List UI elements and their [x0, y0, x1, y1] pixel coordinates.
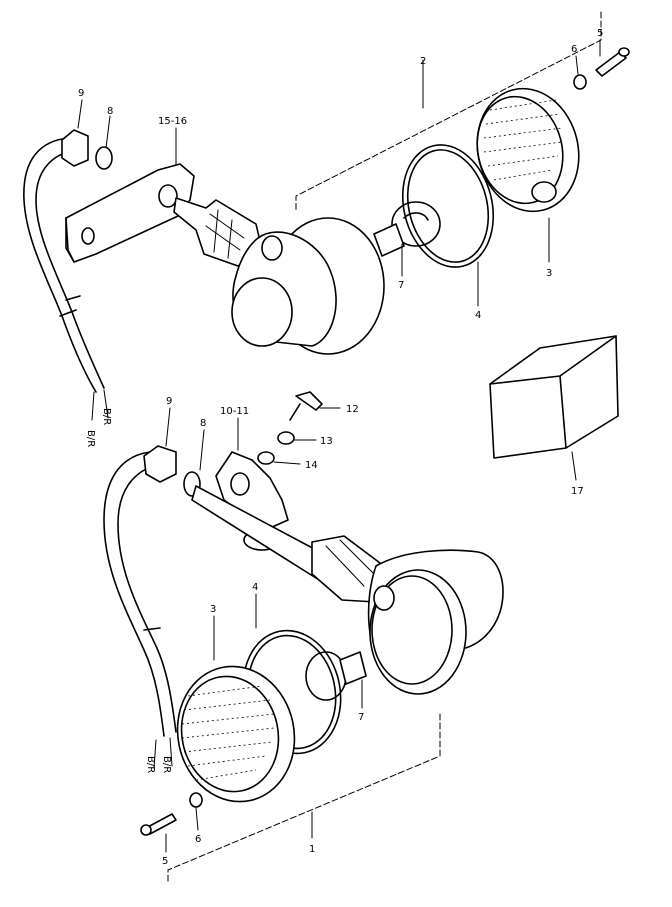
lower-wire-harness: B/R B/R: [103, 451, 177, 773]
callout-upper-screw: 5: [597, 28, 603, 39]
callout-lower-gasket: 4: [252, 582, 258, 593]
svg-text:B/R: B/R: [101, 408, 112, 425]
svg-text:B/R: B/R: [145, 756, 156, 773]
callout-lower-washer-8: 8: [200, 418, 206, 429]
upper-group-bracket: [295, 11, 602, 211]
upper-nut: [61, 129, 89, 167]
washer-14: [257, 451, 275, 465]
callout-upper-bulb: 7: [398, 280, 404, 291]
callout-washer-13: 13: [320, 436, 333, 447]
lower-nut: [143, 445, 177, 483]
lower-screw: [140, 813, 177, 836]
callout-labels: 2 5 6 3 4 7 15-16 9 8 9 8 10-11 12 13 14…: [78, 28, 603, 867]
upper-bulb: [373, 201, 441, 257]
callout-upper-washer: 6: [571, 44, 577, 55]
callout-lower-washer: 6: [195, 834, 201, 845]
callout-washer-14: 14: [305, 460, 318, 471]
upper-wire-harness: B/R B/R: [23, 137, 112, 447]
upper-leader-lines: [77, 39, 601, 307]
relay: [489, 335, 619, 481]
washer-13: [277, 431, 295, 445]
callout-upper-gasket: 4: [475, 310, 481, 321]
upper-washer-8: [95, 146, 113, 170]
callout-lower-housing-group: 1: [309, 844, 315, 855]
lower-leader-lines: [165, 407, 363, 853]
upper-washer: [573, 74, 587, 90]
upper-housing: [231, 217, 385, 355]
lower-housing: [367, 549, 504, 695]
callout-upper-lens: 3: [546, 268, 552, 279]
connector-label: B/R: [85, 430, 96, 447]
callout-upper-nut: 9: [78, 88, 84, 99]
callout-relay: 17: [571, 486, 584, 497]
upper-lens: [476, 87, 580, 213]
callout-lower-lens: 3: [210, 604, 216, 615]
callout-lower-bulb: 7: [358, 712, 364, 723]
callout-upper-mount-bracket: 15-16: [158, 116, 187, 127]
callout-lower-mount-bracket: 10-11: [220, 406, 249, 417]
lower-stalk: [191, 485, 385, 603]
lower-lens: [176, 665, 296, 803]
callout-lower-screw: 5: [162, 856, 168, 867]
callout-upper-housing-group: 2: [420, 56, 426, 67]
svg-text:B/R: B/R: [161, 756, 172, 773]
lower-washer: [189, 792, 203, 808]
callout-lower-nut: 9: [166, 396, 172, 407]
callout-upper-washer-8: 8: [107, 106, 113, 117]
bolt: [289, 391, 323, 421]
lower-bulb: [305, 651, 367, 701]
callout-bolt: 12: [346, 404, 359, 415]
upper-screw: [595, 47, 630, 77]
upper-gasket: [401, 144, 495, 268]
lower-group-bracket: [167, 713, 441, 885]
